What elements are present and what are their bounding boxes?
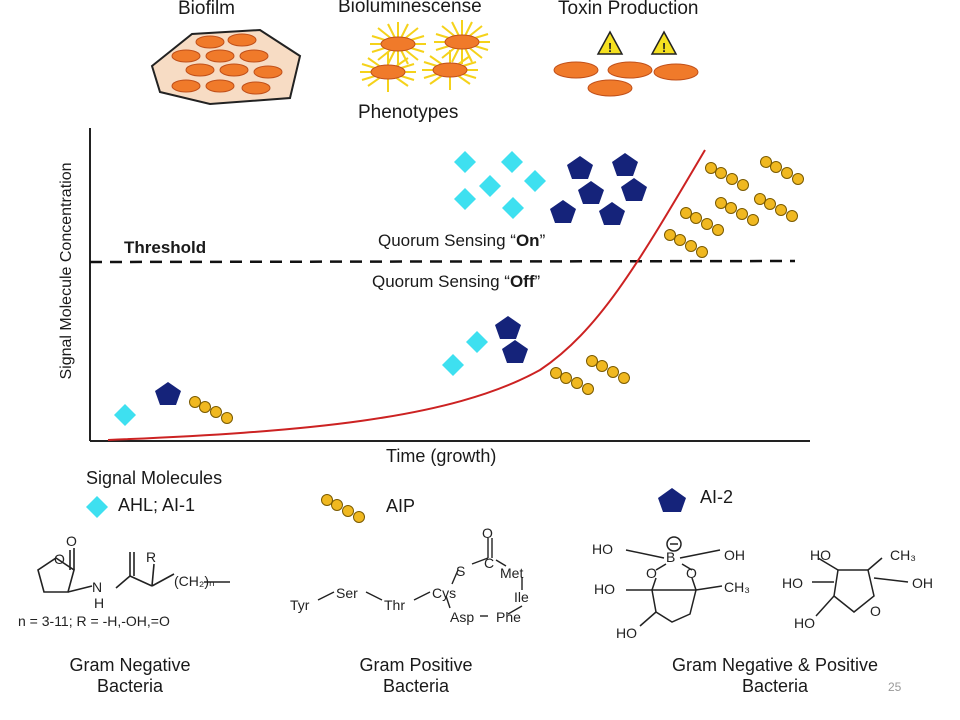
atom-ch2n: (CH₂)ₙ	[174, 573, 215, 589]
residue-phe: Phe	[496, 609, 521, 625]
warning-icon: !	[650, 30, 678, 55]
ahl-molecule	[502, 197, 524, 219]
ai2-molecule	[155, 382, 181, 405]
atom-ho: HO	[594, 581, 615, 597]
aip-molecule	[189, 396, 233, 424]
gram-both-group: Gram Negative & Positive Bacteria	[620, 655, 930, 697]
atom-s: S	[456, 563, 465, 579]
residue-tyr: Tyr	[290, 597, 310, 613]
ai2-molecule	[599, 202, 625, 225]
ahl-molecule	[479, 175, 501, 197]
atom-ho: HO	[592, 541, 613, 557]
atom-ho: HO	[616, 625, 637, 641]
atom-o: O	[686, 565, 697, 581]
aip-molecule	[664, 229, 708, 258]
atom-o: O	[482, 528, 493, 541]
threshold-label: Threshold	[124, 238, 207, 257]
atom-r: R	[146, 549, 156, 565]
atom-b: B	[666, 549, 675, 565]
residue-ser: Ser	[336, 585, 358, 601]
growth-curve	[107, 149, 706, 441]
ahl-legend-icon	[86, 496, 108, 518]
atom-o: O	[66, 533, 77, 549]
atom-h: H	[94, 595, 104, 611]
gram-negative-group: Gram Negative Bacteria	[30, 655, 230, 697]
ahl-molecule	[524, 170, 546, 192]
svg-text:!: !	[608, 40, 612, 55]
svg-text:!: !	[662, 40, 666, 55]
atom-ho: HO	[782, 575, 803, 591]
residue-ile: Ile	[514, 589, 529, 605]
ahl-structure-note: n = 3-11; R = -H,-OH,=O	[18, 613, 170, 629]
gram-positive-group: Gram Positive Bacteria	[316, 655, 516, 697]
ai2-legend-icon	[658, 488, 686, 512]
toxin-production-illustration: ! !	[553, 30, 699, 97]
ai2-molecule	[567, 156, 593, 179]
aip-molecule	[586, 355, 630, 384]
ahl-structure: O O N H R (CH₂)ₙ n = 3-11; R = -H,-OH,=O	[18, 533, 230, 629]
aip-molecule	[754, 193, 798, 222]
ahl-molecule	[454, 151, 476, 173]
phenotypes-caption: Phenotypes	[358, 102, 459, 123]
biofilm-illustration	[150, 28, 302, 106]
aip-structure: Tyr Ser Thr Cys S C O Met Ile Asp Phe	[290, 528, 529, 625]
biofilm-label: Biofilm	[178, 0, 236, 19]
ahl-molecule	[442, 354, 464, 376]
aip-molecule	[760, 156, 804, 185]
group-line: Bacteria	[382, 676, 450, 696]
toxin-production-label: Toxin Production	[558, 0, 699, 19]
atom-c: C	[484, 555, 494, 571]
atom-oh: OH	[912, 575, 933, 591]
residue-met: Met	[500, 565, 523, 581]
ai2-molecule	[621, 178, 647, 201]
ahl-molecule	[454, 188, 476, 210]
aip-legend-icon	[321, 494, 365, 523]
atom-ho: HO	[794, 615, 815, 631]
ahl-molecule	[501, 151, 523, 173]
y-axis-label: Signal Molecule Concentration	[58, 162, 75, 380]
quorum-on-label: Quorum Sensing “On”	[378, 231, 546, 250]
group-line: Gram Negative & Positive	[671, 655, 879, 675]
group-line: Gram Positive	[359, 655, 473, 675]
ai2-molecule	[550, 200, 576, 223]
ai2-structures: HO B OH O O HO CH₃ HO HO CH₃ HO OH O HO	[592, 536, 933, 641]
x-axis-label: Time (growth)	[386, 446, 497, 466]
aip-legend-label: AIP	[386, 496, 416, 516]
residue-asp: Asp	[450, 609, 474, 625]
ai2-legend-label: AI-2	[700, 487, 734, 507]
threshold-line	[89, 259, 796, 264]
warning-icon: !	[596, 30, 624, 55]
ai2-molecule	[502, 340, 528, 363]
page-number: 25	[888, 680, 902, 694]
legend-title: Signal Molecules	[86, 468, 223, 488]
atom-o: O	[54, 551, 65, 567]
bioluminescence-illustration	[360, 20, 490, 92]
atom-ho: HO	[810, 547, 831, 563]
group-line: Gram Negative	[69, 655, 191, 675]
aip-molecule	[680, 207, 724, 236]
ai2-molecule	[612, 153, 638, 176]
ai2-molecule	[495, 316, 521, 339]
bioluminescence-label: Bioluminescense	[338, 0, 482, 17]
atom-o: O	[646, 565, 657, 581]
quorum-off-label: Quorum Sensing “Off”	[372, 272, 541, 291]
ahl-molecule	[114, 404, 136, 426]
atom-oh: OH	[724, 547, 745, 563]
ahl-legend-label: AHL; AI-1	[118, 495, 196, 515]
atom-o: O	[870, 603, 881, 619]
atom-ch3: CH₃	[724, 579, 750, 595]
group-line: Bacteria	[741, 676, 809, 696]
residue-thr: Thr	[384, 597, 405, 613]
atom-n: N	[92, 579, 102, 595]
atom-ch3: CH₃	[890, 547, 916, 563]
ahl-molecule	[466, 331, 488, 353]
aip-molecule	[715, 197, 759, 226]
residue-cys: Cys	[432, 585, 456, 601]
aip-molecule	[550, 367, 594, 395]
aip-molecule	[705, 162, 749, 191]
ai2-molecule	[578, 181, 604, 204]
group-line: Bacteria	[96, 676, 164, 696]
